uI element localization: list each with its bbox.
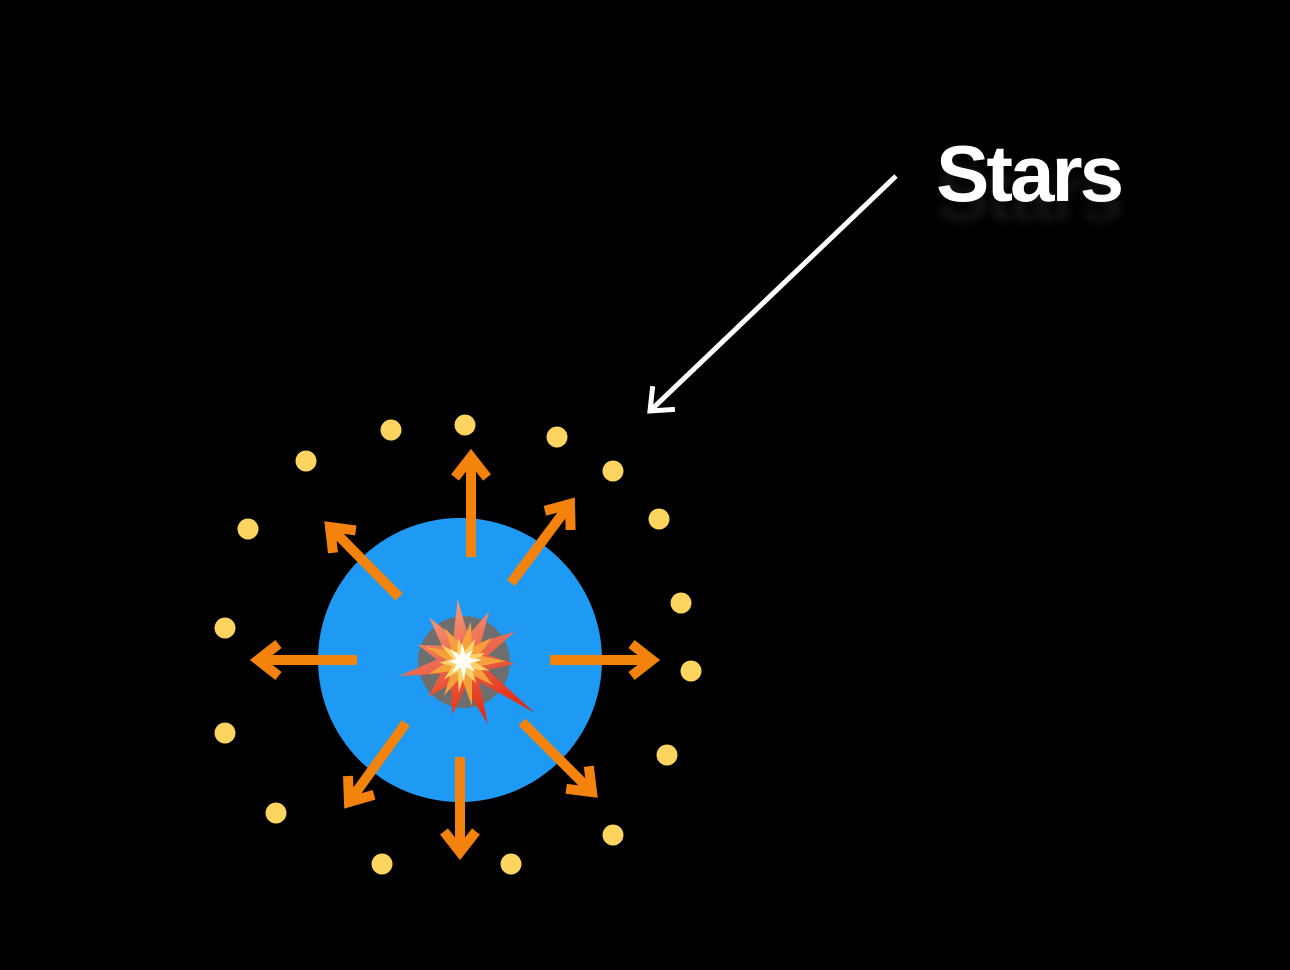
star-dot <box>546 426 568 448</box>
star-dot <box>214 722 236 744</box>
star-dot <box>648 508 670 530</box>
star-dot <box>602 824 624 846</box>
star-dot <box>371 853 393 875</box>
star-dot <box>656 744 678 766</box>
stars-group <box>214 414 702 875</box>
star-dot <box>295 450 317 472</box>
stars-label: Stars <box>936 129 1124 218</box>
shockwave-arrow-down-left <box>343 720 411 809</box>
star-dot <box>214 617 236 639</box>
shockwave-arrow-up-right <box>506 497 576 586</box>
star-dot <box>680 660 702 682</box>
star-dot <box>380 419 402 441</box>
star-dot <box>454 414 476 436</box>
shockwave-arrow-up <box>451 448 491 557</box>
shockwave-arrow-left <box>249 640 357 680</box>
star-dot <box>237 518 259 540</box>
shockwave-arrow-right <box>550 640 661 680</box>
star-dot <box>670 592 692 614</box>
shockwave-arrow-up-left <box>324 521 403 601</box>
explosion-burst-layer-3 <box>448 643 482 681</box>
supernova-explosion-icon <box>398 599 535 725</box>
shockwave-arrow-down-right <box>518 718 598 798</box>
star-dot <box>602 460 624 482</box>
star-dot <box>265 802 287 824</box>
stars-pointer-arrow <box>647 174 898 414</box>
star-dot <box>500 853 522 875</box>
shockwave-arrow-down <box>440 757 480 861</box>
